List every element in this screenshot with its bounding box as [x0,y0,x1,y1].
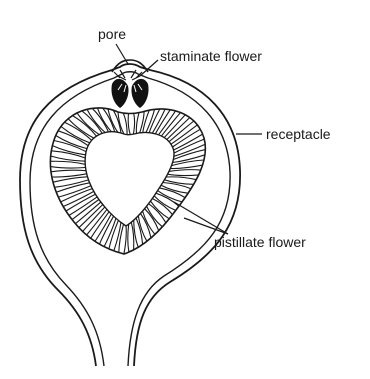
label-pore: pore [98,26,126,42]
pistillate-flower-stroke [136,113,139,134]
pistillate-flower-stroke [167,118,190,140]
pistillate-flower-stroke [54,141,86,152]
receptacle-outer-wall [20,64,240,366]
pistillate-flower-stroke [133,113,134,134]
pistillate-flower-stroke [145,209,159,231]
pistillate-flower-stroke [166,177,196,180]
pistillate-flower-stroke [172,160,205,166]
pistillate-flower-stroke [169,121,194,142]
label-staminate-flower: staminate flower [160,48,262,64]
pistillate-flower-stroke [168,174,199,175]
pistillate-flower-stroke [72,200,99,220]
pistillate-flower-stroke [50,161,85,164]
pistillate-flower-stroke [171,125,197,144]
pistillate-flower-stroke [51,156,85,161]
pistillate-flowers [50,108,205,254]
pore-opening [112,60,148,72]
pistillate-flower-stroke [161,113,180,137]
pistillate-flower-stroke [52,174,87,177]
pistillate-flower-stroke [128,224,129,252]
pistillate-flower-stroke [75,202,100,224]
pistillate-flower-stroke [149,204,166,223]
pistillate-flower-stroke [97,108,111,132]
pistillate-flower-stroke [147,206,163,227]
pistillate-flower-stroke [83,207,105,232]
pistillate-flower-stroke [169,170,201,172]
pistillate-flower-stroke [131,222,133,250]
pistillate-flower-stroke [51,167,86,168]
pistillate-flower-stroke [51,170,86,172]
receptacle-inner-wall [30,72,230,366]
pistillate-flower-stroke [170,165,202,168]
pistillate-flower-stroke [154,196,176,211]
pistillate-flower-stroke [134,220,139,247]
pistillate-flower-stroke [164,115,185,138]
label-receptacle: receptacle [266,126,331,142]
pistillate-flower-stroke [124,226,126,254]
pistillate-flower-stroke [123,113,127,135]
pistillate-flower-stroke [114,222,121,251]
pistillate-flower-stroke [79,205,103,228]
label-pistillate-flower: pistillate flower [214,234,306,250]
pistillate-flower-stroke [87,209,107,235]
pistillate-leader-line-1 [174,202,228,234]
pistillate-flower-stroke [158,191,183,202]
staminate-flowers [111,79,148,108]
pistillate-flower-stroke [151,201,170,219]
pistillate-flower-stroke [128,114,130,135]
